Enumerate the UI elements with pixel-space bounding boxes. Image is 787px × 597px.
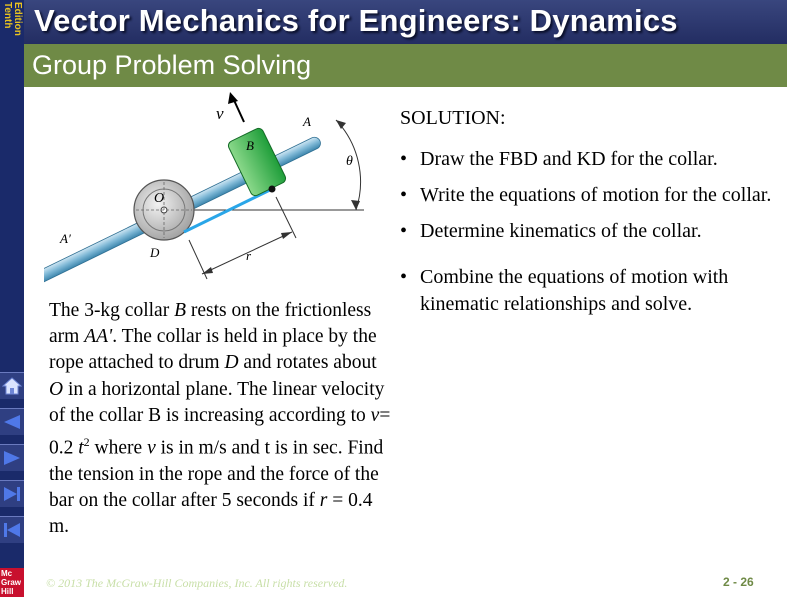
edition-label: Tenth Edition <box>0 0 24 58</box>
var-point: O <box>49 378 64 400</box>
home-button[interactable] <box>0 372 24 399</box>
solution-step: Write the equations of motion for the co… <box>398 182 778 209</box>
var-collar: B <box>174 300 186 321</box>
solution-heading: SOLUTION: <box>400 107 506 129</box>
next-icon <box>4 451 20 465</box>
var-time: t <box>78 437 84 459</box>
last-icon <box>4 487 20 501</box>
subtitle-bar: Group Problem Solving <box>24 44 787 87</box>
solution-steps: Draw the FBD and KD for the collar. Writ… <box>398 146 778 318</box>
theta-arc <box>335 119 362 211</box>
previous-button[interactable] <box>0 408 24 435</box>
last-slide-button[interactable] <box>0 480 24 507</box>
arm-rod <box>44 136 321 292</box>
problem-statement: The 3-kg collar B rests on the frictionl… <box>49 298 394 540</box>
label-r: r <box>246 248 252 263</box>
var-drum: D <box>224 352 239 374</box>
var-velocity: v <box>370 404 380 426</box>
home-icon <box>2 377 22 395</box>
title-bar: Vector Mechanics for Engineers: Dynamics <box>24 0 787 44</box>
problem-text-2: rests on the frictionless arm <box>49 300 372 348</box>
slide-title: Vector Mechanics for Engineers: Dynamics <box>34 3 678 38</box>
solution-step: Determine kinematics of the collar. <box>398 218 778 245</box>
next-button[interactable] <box>0 444 24 471</box>
problem-text-4: and rotates about <box>238 352 377 374</box>
edition-word-1: Tenth <box>2 2 13 29</box>
publisher-logo: Mc Graw Hill <box>0 568 24 597</box>
r-arrowhead-left <box>202 267 213 274</box>
collar-arm-diagram: v A B θ O A′ D r <box>44 92 364 292</box>
var-arm: AA' <box>84 326 113 348</box>
edition-word-2: Edition <box>12 2 23 36</box>
label-d: D <box>149 245 160 260</box>
problem-text-1: The 3-kg collar <box>49 300 175 321</box>
left-sidebar <box>0 0 24 597</box>
rope-attachment-point <box>268 185 276 193</box>
theta-arrowhead-bottom <box>351 200 360 210</box>
problem-text-8: is in m/s and t is in sec. Find the tens… <box>49 437 384 511</box>
label-a-prime: A′ <box>59 231 71 246</box>
rope <box>183 187 273 234</box>
logo-word-1: Mc <box>1 569 13 578</box>
label-o: O <box>154 191 164 206</box>
copyright-notice: © 2013 The McGraw-Hill Companies, Inc. A… <box>46 576 348 590</box>
label-b: B <box>246 138 254 153</box>
label-theta: θ <box>346 154 353 169</box>
r-dimension-line <box>201 231 293 275</box>
logo-word-3: Hill <box>1 587 14 596</box>
velocity-arrowhead <box>228 92 238 104</box>
previous-icon <box>4 415 20 429</box>
problem-text-6: = 0.2 <box>49 404 391 459</box>
r-arrowhead-right <box>281 232 292 239</box>
first-slide-button[interactable] <box>0 516 24 543</box>
solution-step: Draw the FBD and KD for the collar. <box>398 146 778 173</box>
first-icon <box>4 523 20 537</box>
velocity-arrow <box>232 97 245 123</box>
label-a: A <box>302 114 311 129</box>
page-number: 2 - 26 <box>723 575 754 589</box>
problem-text-7: where <box>89 437 148 459</box>
slide-subtitle: Group Problem Solving <box>32 50 312 80</box>
label-v: v <box>216 104 224 123</box>
var-velocity-2: v <box>147 437 156 459</box>
solution-step: Combine the equations of motion with kin… <box>398 264 778 318</box>
r-extension-line-2 <box>275 196 297 239</box>
problem-text-5: in a horizontal plane. The linear veloci… <box>49 378 385 426</box>
var-radius: r <box>319 489 328 511</box>
problem-text-9: = 0.4 m. <box>49 489 373 538</box>
logo-word-2: Graw <box>1 578 22 587</box>
exponent: 2 <box>83 435 90 450</box>
theta-arrowhead-top <box>336 120 346 129</box>
problem-text-3: . The collar is held in place by the rop… <box>49 326 377 374</box>
